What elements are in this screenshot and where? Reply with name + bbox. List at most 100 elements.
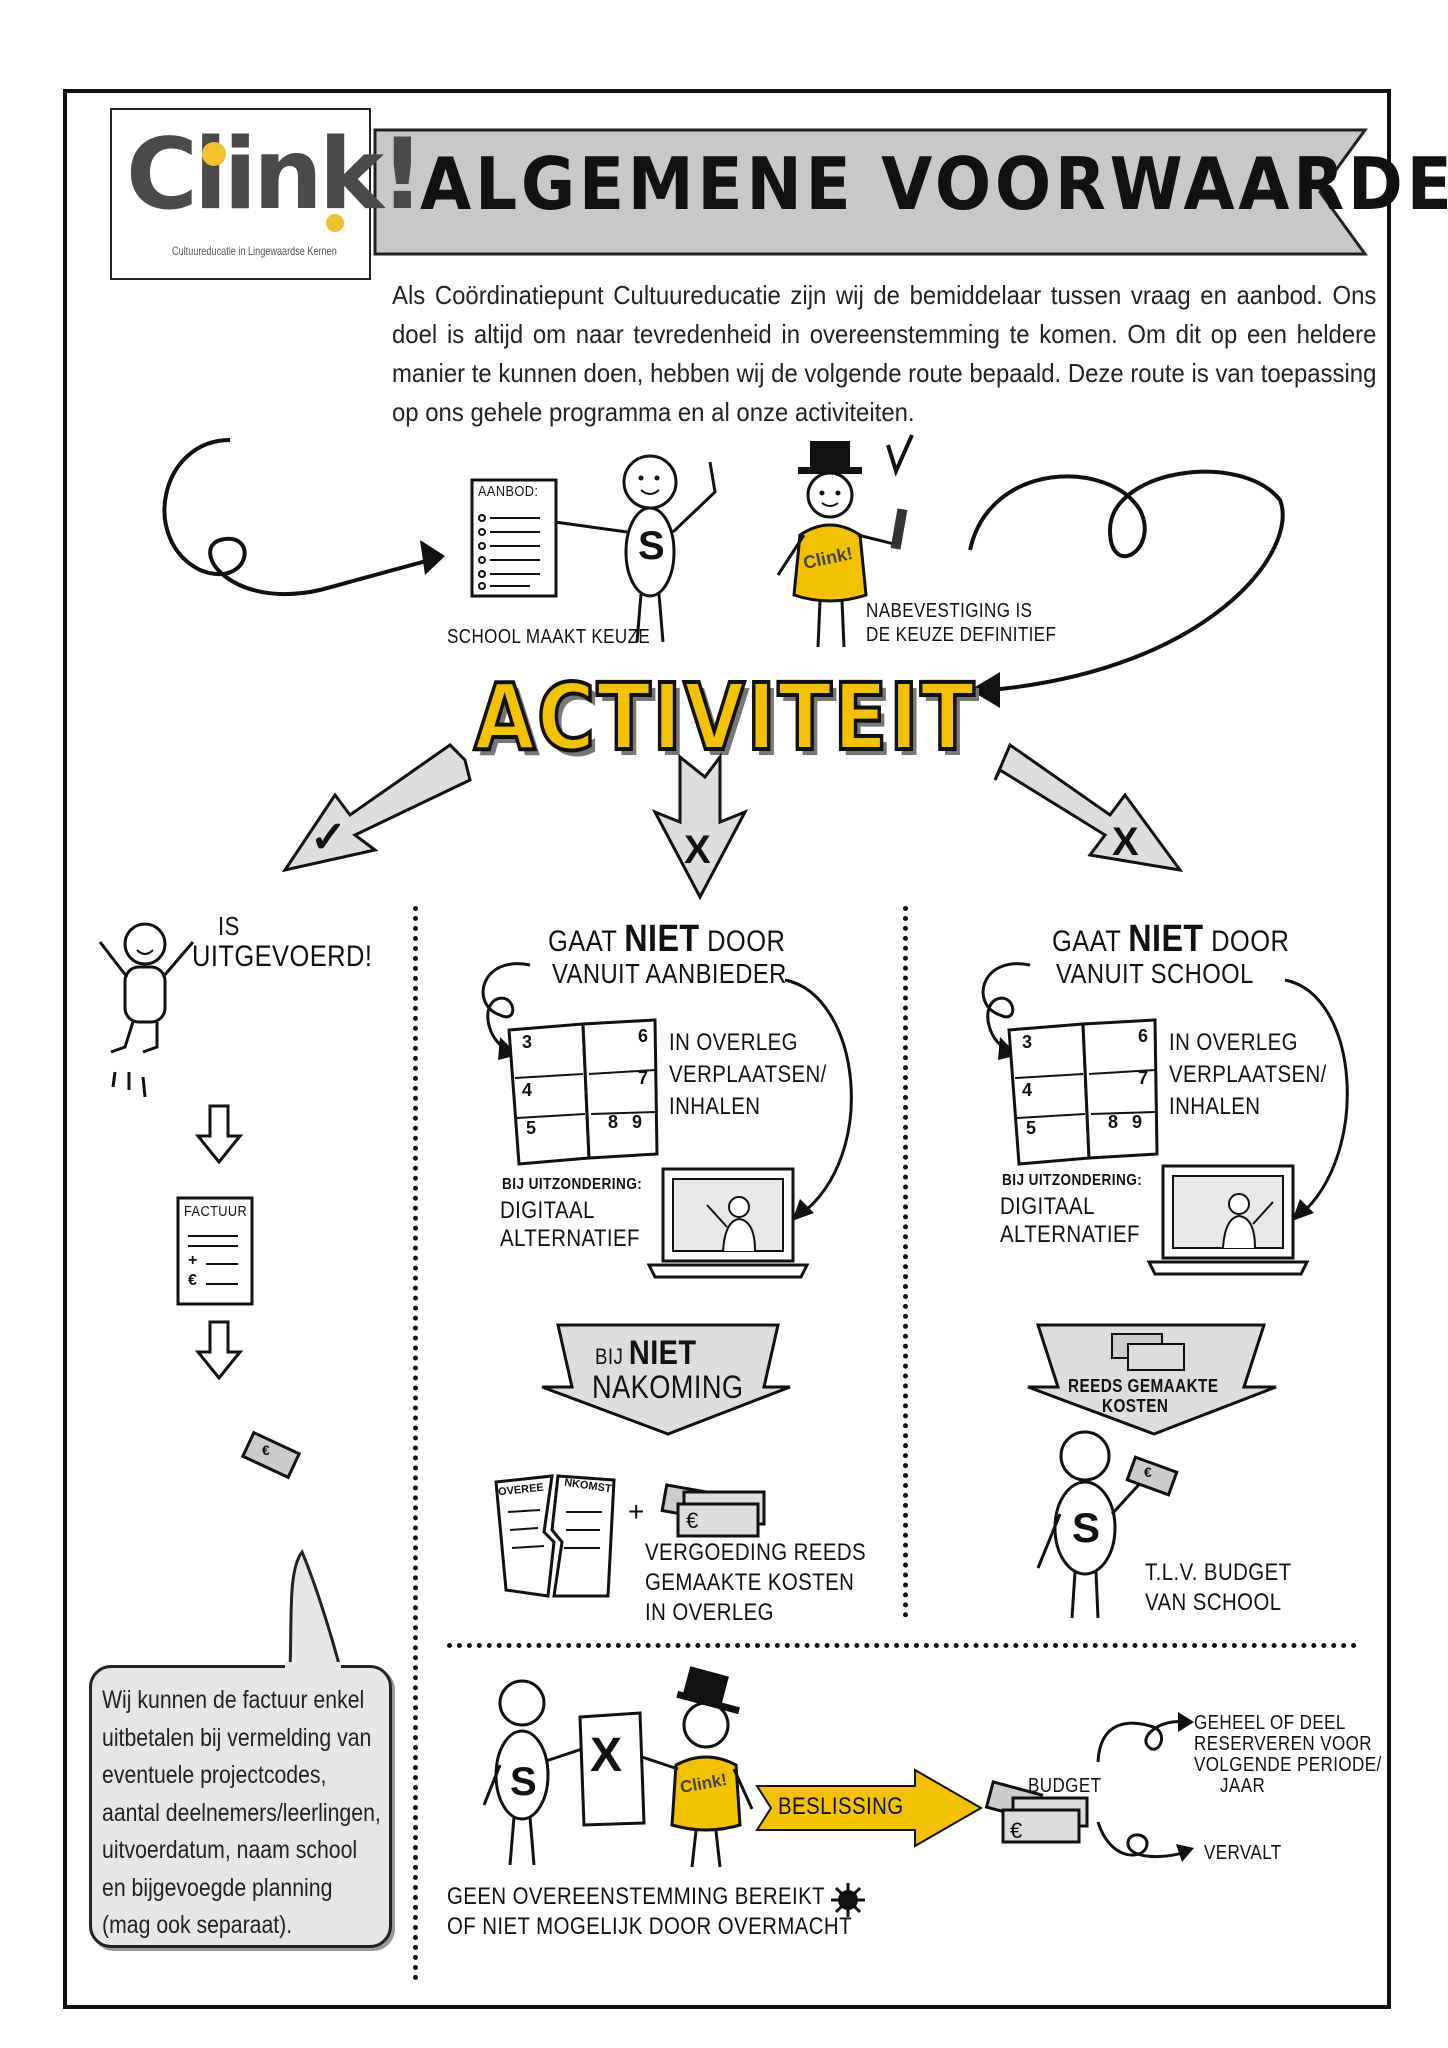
banner-line2: NAKOMING xyxy=(592,1369,744,1405)
bottom-caption-line: OF NIET MOGELIJK DOOR OVERMACHT xyxy=(447,1913,852,1940)
reserve-option-line: VOLGENDE PERIODE/ xyxy=(1194,1754,1382,1776)
overleg-line: IN OVERLEG xyxy=(1169,1029,1298,1056)
calendar-book-icon xyxy=(507,1018,659,1166)
disagreement-figures-icon xyxy=(482,1666,754,1868)
overleg-line: INHALEN xyxy=(669,1093,761,1120)
arrow-cancel-school-icon xyxy=(993,742,1184,873)
school-figure-icon xyxy=(1036,1430,1147,1619)
banner-pre: BIJ xyxy=(595,1344,624,1369)
money-icon xyxy=(240,1430,302,1480)
invoice-plus: + xyxy=(188,1252,198,1269)
overleg-line: VERPLAATSEN/ xyxy=(1169,1061,1327,1088)
logo-dot-icon xyxy=(202,142,226,166)
compensation-line: IN OVERLEG xyxy=(645,1599,774,1626)
activity-heading: ACTIVITEIT xyxy=(472,662,977,773)
calendar-day: 8 xyxy=(1108,1112,1119,1132)
school-letter: S xyxy=(638,524,665,568)
confirm-caption-2: DE KEUZE DEFINITIEF xyxy=(866,624,1057,646)
budget-label: BUDGET xyxy=(1028,1775,1102,1797)
exception-label: BIJ UITZONDERING: xyxy=(1002,1172,1143,1189)
school-letter: S xyxy=(510,1760,537,1804)
exception-line: ALTERNATIEF xyxy=(1000,1221,1140,1248)
calendar-day: 6 xyxy=(1138,1026,1149,1046)
money-euro: € xyxy=(686,1508,699,1533)
curly-arrow-left-icon xyxy=(162,438,445,597)
heading-pre: GAAT xyxy=(1052,925,1121,958)
provider-heading: GAAT NIET DOOR xyxy=(548,918,785,961)
school-caption: SCHOOL MAAKT KEUZE xyxy=(447,626,651,648)
calendar-day: 7 xyxy=(638,1068,649,1088)
invoice-icon xyxy=(176,1196,254,1306)
title-banner xyxy=(373,128,1368,256)
aanbod-label: AANBOD: xyxy=(478,483,539,500)
calendar-book-icon xyxy=(1007,1018,1159,1166)
calendar-day: 3 xyxy=(522,1032,533,1052)
divider xyxy=(413,906,418,1981)
budget-money-icon xyxy=(984,1780,1089,1844)
heading-post: DOOR xyxy=(707,925,786,958)
calendar-day: 8 xyxy=(608,1112,619,1132)
calendar-day: 7 xyxy=(1138,1068,1149,1088)
page-frame xyxy=(63,89,1391,2009)
invoice-note: Wij kunnen de factuur enkel uitbetalen b… xyxy=(102,1686,381,1939)
happy-figure-icon xyxy=(98,922,195,1098)
calendar-day: 5 xyxy=(1026,1118,1037,1138)
budget-caption-line: T.L.V. BUDGET xyxy=(1145,1559,1292,1586)
page-title: ALGEMENE VOORWAARDEN xyxy=(420,142,1448,226)
speech-bubble-tail xyxy=(288,1549,342,1669)
school-figure-icon xyxy=(554,454,717,643)
plus-sign: + xyxy=(628,1496,645,1527)
logo-dot-icon xyxy=(326,214,344,232)
decision-arrow xyxy=(755,1768,984,1848)
laptop-video-icon xyxy=(646,1167,810,1279)
reserve-option-line: GEHEEL OF DEEL xyxy=(1194,1712,1346,1734)
logo-wordmark: Clink! xyxy=(126,118,425,232)
down-arrow-icon xyxy=(194,1104,244,1165)
costs-banner-arrow xyxy=(1027,1323,1277,1436)
exception-line: DIGITAAL xyxy=(1000,1193,1095,1220)
decision-label: BESLISSING xyxy=(778,1793,904,1820)
expire-option: VERVALT xyxy=(1204,1842,1282,1864)
checkmark-icon: ✓ xyxy=(310,813,347,862)
compensation-line: VERGOEDING REEDS xyxy=(645,1539,867,1566)
logo-tagline: Cultuureducatie in Lingewaardse Kernen xyxy=(172,244,337,258)
invoice-note-bubble: Wij kunnen de factuur enkel uitbetalen b… xyxy=(89,1665,392,1948)
money-euro: € xyxy=(262,1442,270,1458)
calendar-day: 5 xyxy=(526,1118,537,1138)
reserve-option-line: RESERVEREN VOOR xyxy=(1194,1733,1372,1755)
confirm-caption-1: NABEVESTIGING IS xyxy=(866,600,1033,622)
bottom-caption-line: GEEN OVEREENSTEMMING BEREIKT xyxy=(447,1883,826,1910)
compensation-line: GEMAAKTE KOSTEN xyxy=(645,1569,855,1596)
cross-icon: X xyxy=(1112,820,1139,864)
calendar-day: 4 xyxy=(1022,1080,1033,1100)
money-icon xyxy=(1125,1455,1179,1497)
flow-arrows-icon xyxy=(481,962,853,1221)
money-icon xyxy=(1111,1333,1185,1371)
budget-caption-line: VAN SCHOOL xyxy=(1145,1589,1282,1616)
not-fulfilled-banner-arrow xyxy=(541,1323,791,1436)
cross-icon: X xyxy=(684,828,711,872)
costs-banner-line: KOSTEN xyxy=(1102,1396,1169,1416)
overleg-line: VERPLAATSEN/ xyxy=(669,1061,827,1088)
school-heading: GAAT NIET DOOR xyxy=(1052,918,1289,961)
heading-post: DOOR xyxy=(1211,925,1290,958)
calendar-day: 9 xyxy=(1132,1112,1143,1132)
overleg-line: IN OVERLEG xyxy=(669,1029,798,1056)
laptop-video-icon xyxy=(1146,1164,1310,1276)
calendar-day: 3 xyxy=(1022,1032,1033,1052)
exception-label: BIJ UITZONDERING: xyxy=(502,1176,643,1193)
banner-bold: NIET xyxy=(628,1334,697,1372)
virus-icon xyxy=(831,1883,865,1917)
invoice-label: FACTUUR xyxy=(184,1203,248,1220)
budget-options-arrows-icon xyxy=(1096,1712,1194,1862)
clink-figure-icon xyxy=(776,434,914,648)
money-euro: € xyxy=(1010,1818,1023,1843)
divider xyxy=(903,906,908,1618)
uitgevoerd-label: UITGEVOERD! xyxy=(192,940,373,973)
divider xyxy=(447,1643,1357,1648)
provider-heading-line2: VANUIT AANBIEDER xyxy=(552,958,787,989)
overleg-line: INHALEN xyxy=(1169,1093,1261,1120)
school-letter: S xyxy=(1072,1504,1101,1551)
arrow-done-icon xyxy=(281,743,472,873)
arrow-cancel-provider-icon xyxy=(651,752,749,901)
